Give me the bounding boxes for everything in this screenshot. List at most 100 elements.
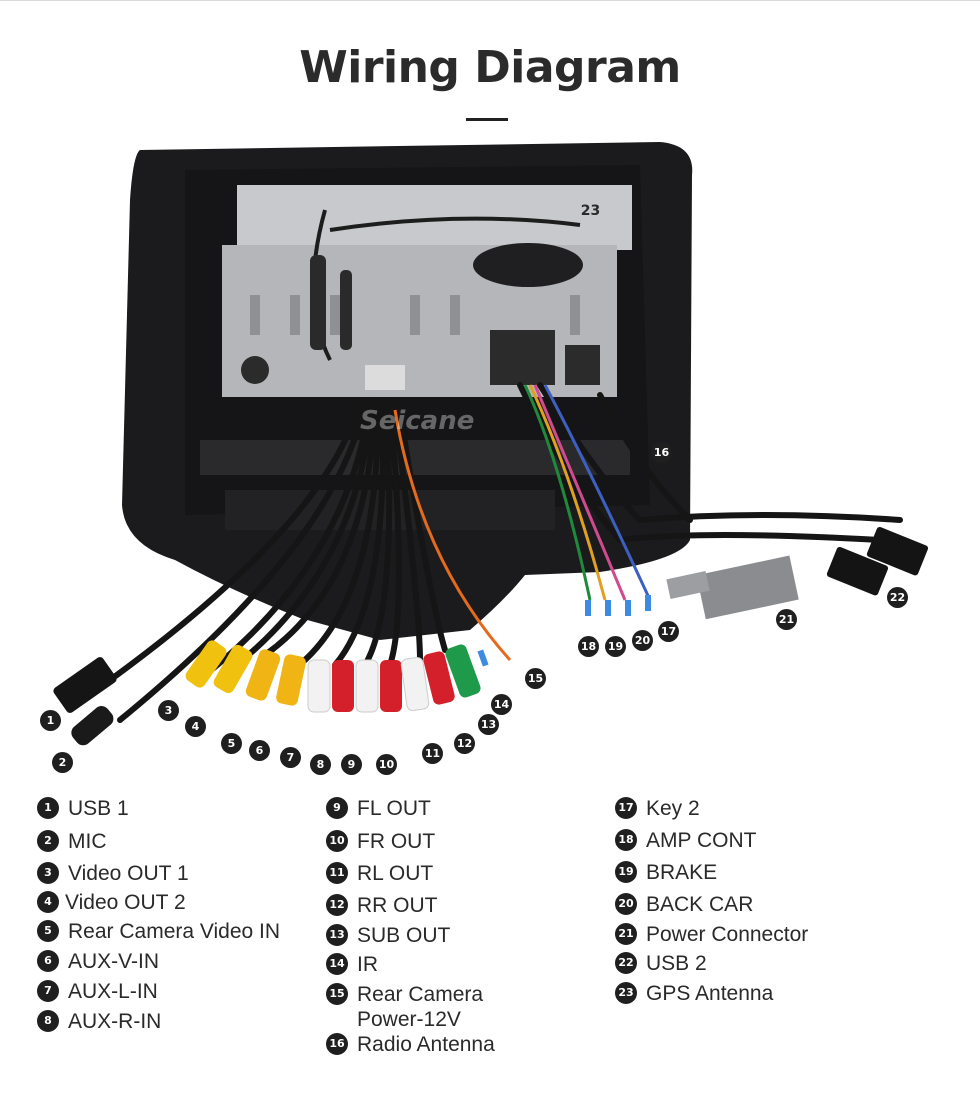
legend-number: 15 (326, 983, 348, 1005)
legend-item-power-connector: 21 Power Connector (615, 922, 808, 947)
legend-item-amp-cont: 18 AMP CONT (615, 828, 756, 853)
usb1-plug (53, 657, 117, 713)
callout-9: 9 (341, 754, 362, 775)
callout-13: 13 (478, 714, 499, 735)
legend-number: 16 (326, 1033, 348, 1055)
legend-item-radio-antenna: 16 Radio Antenna (326, 1032, 495, 1057)
legend-number: 20 (615, 893, 637, 915)
legend-label: BRAKE (646, 861, 718, 884)
legend-label: AUX-V-IN (68, 950, 160, 973)
legend-label: Video OUT 2 (65, 891, 186, 914)
legend-item-fr-out: 10 FR OUT (326, 829, 435, 854)
power-connector (696, 555, 799, 620)
legend-item-rl-out: 11 RL OUT (326, 861, 433, 886)
legend-label: USB 2 (646, 952, 707, 975)
legend-item-fl-out: 9 FL OUT (326, 796, 431, 821)
callout-15: 15 (525, 668, 546, 689)
legend-label: USB 1 (68, 797, 129, 820)
callout-6: 6 (249, 740, 270, 761)
callout-20: 20 (632, 630, 653, 651)
legend-label: AUX-R-IN (68, 1010, 162, 1033)
legend-number: 22 (615, 952, 637, 974)
legend-item-usb2: 22 USB 2 (615, 951, 707, 976)
callout-12: 12 (454, 733, 475, 754)
chassis-top (237, 185, 632, 250)
legend-number: 6 (37, 950, 59, 972)
legend-item-mic: 2 MIC (37, 829, 107, 854)
legend-item-ir: 14 IR (326, 952, 378, 977)
head-unit-illustration (53, 142, 929, 746)
legend-label: Key 2 (646, 797, 700, 820)
legend-number: 7 (37, 980, 59, 1002)
usb2-plug (866, 526, 929, 576)
legend-number: 2 (37, 830, 59, 852)
legend-number: 1 (37, 797, 59, 819)
callout-5: 5 (221, 733, 242, 754)
legend-label: Rear Camera Power-12V (357, 982, 483, 1032)
legend-item-aux-v-in: 6 AUX-V-IN (37, 949, 159, 974)
callout-8: 8 (310, 754, 331, 775)
top-divider (0, 0, 980, 1)
legend-item-rear-camera-power: 15 Rear Camera Power-12V (326, 982, 483, 1032)
callout-4: 4 (185, 716, 206, 737)
legend-number: 13 (326, 924, 348, 946)
legend-item-key-2: 17 Key 2 (615, 796, 700, 821)
legend-number: 21 (615, 923, 637, 945)
legend-item-aux-l-in: 7 AUX-L-IN (37, 979, 158, 1004)
legend-number: 14 (326, 953, 348, 975)
gps-antenna (473, 243, 583, 287)
legend-label: RR OUT (357, 894, 438, 917)
usb2-plug (826, 546, 889, 596)
mic-plug (71, 706, 114, 746)
legend-number: 19 (615, 861, 637, 883)
rca-plugs (185, 640, 481, 713)
legend-label: AMP CONT (646, 829, 757, 852)
legend-label: BACK CAR (646, 893, 754, 916)
legend-number: 5 (37, 920, 59, 942)
legend-label: SUB OUT (357, 924, 451, 947)
legend-label-line2: Power-12V (357, 1008, 461, 1031)
legend-label: FL OUT (357, 797, 431, 820)
legend-label: Rear Camera Video IN (68, 920, 281, 943)
callout-10: 10 (376, 754, 397, 775)
legend-item-back-car: 20 BACK CAR (615, 892, 753, 917)
callout-17: 17 (658, 621, 679, 642)
legend-label: IR (357, 953, 378, 976)
callout-19: 19 (605, 636, 626, 657)
callout-7: 7 (280, 747, 301, 768)
legend-number: 17 (615, 797, 637, 819)
legend-number: 10 (326, 830, 348, 852)
callout-1: 1 (40, 710, 61, 731)
wifi-antenna (310, 255, 326, 350)
callout-14: 14 (491, 694, 512, 715)
legend-number: 8 (37, 1010, 59, 1032)
legend-item-video-out-2: 4 Video OUT 2 (37, 890, 186, 915)
legend-item-rear-camera-video-in: 5 Rear Camera Video IN (37, 919, 280, 944)
legend-label: Video OUT 1 (68, 862, 189, 885)
callout-18: 18 (578, 636, 599, 657)
legend-number: 4 (37, 891, 59, 913)
legend-item-usb1: 1 USB 1 (37, 796, 129, 821)
legend-label: RL OUT (357, 862, 434, 885)
legend-label: FR OUT (357, 830, 436, 853)
legend-label: Radio Antenna (357, 1033, 495, 1056)
callout-22: 22 (887, 587, 908, 608)
page-title: Wiring Diagram (299, 42, 681, 93)
antenna-jack (241, 356, 269, 384)
legend-number: 12 (326, 894, 348, 916)
legend-label: GPS Antenna (646, 982, 774, 1005)
title-underline (466, 118, 508, 121)
legend-label: AUX-L-IN (68, 980, 158, 1003)
harness-plug (365, 365, 405, 390)
legend-number: 23 (615, 982, 637, 1004)
legend-number: 18 (615, 829, 637, 851)
legend-label-line1: Rear Camera (357, 983, 484, 1006)
radio-connector (565, 345, 600, 385)
callout-16: 16 (651, 442, 672, 463)
legend-item-sub-out: 13 SUB OUT (326, 923, 450, 948)
callout-21: 21 (776, 609, 797, 630)
legend-number: 9 (326, 797, 348, 819)
legend-item-gps-antenna: 23 GPS Antenna (615, 981, 773, 1006)
callout-11: 11 (422, 743, 443, 764)
callout-23: 23 (580, 203, 601, 219)
